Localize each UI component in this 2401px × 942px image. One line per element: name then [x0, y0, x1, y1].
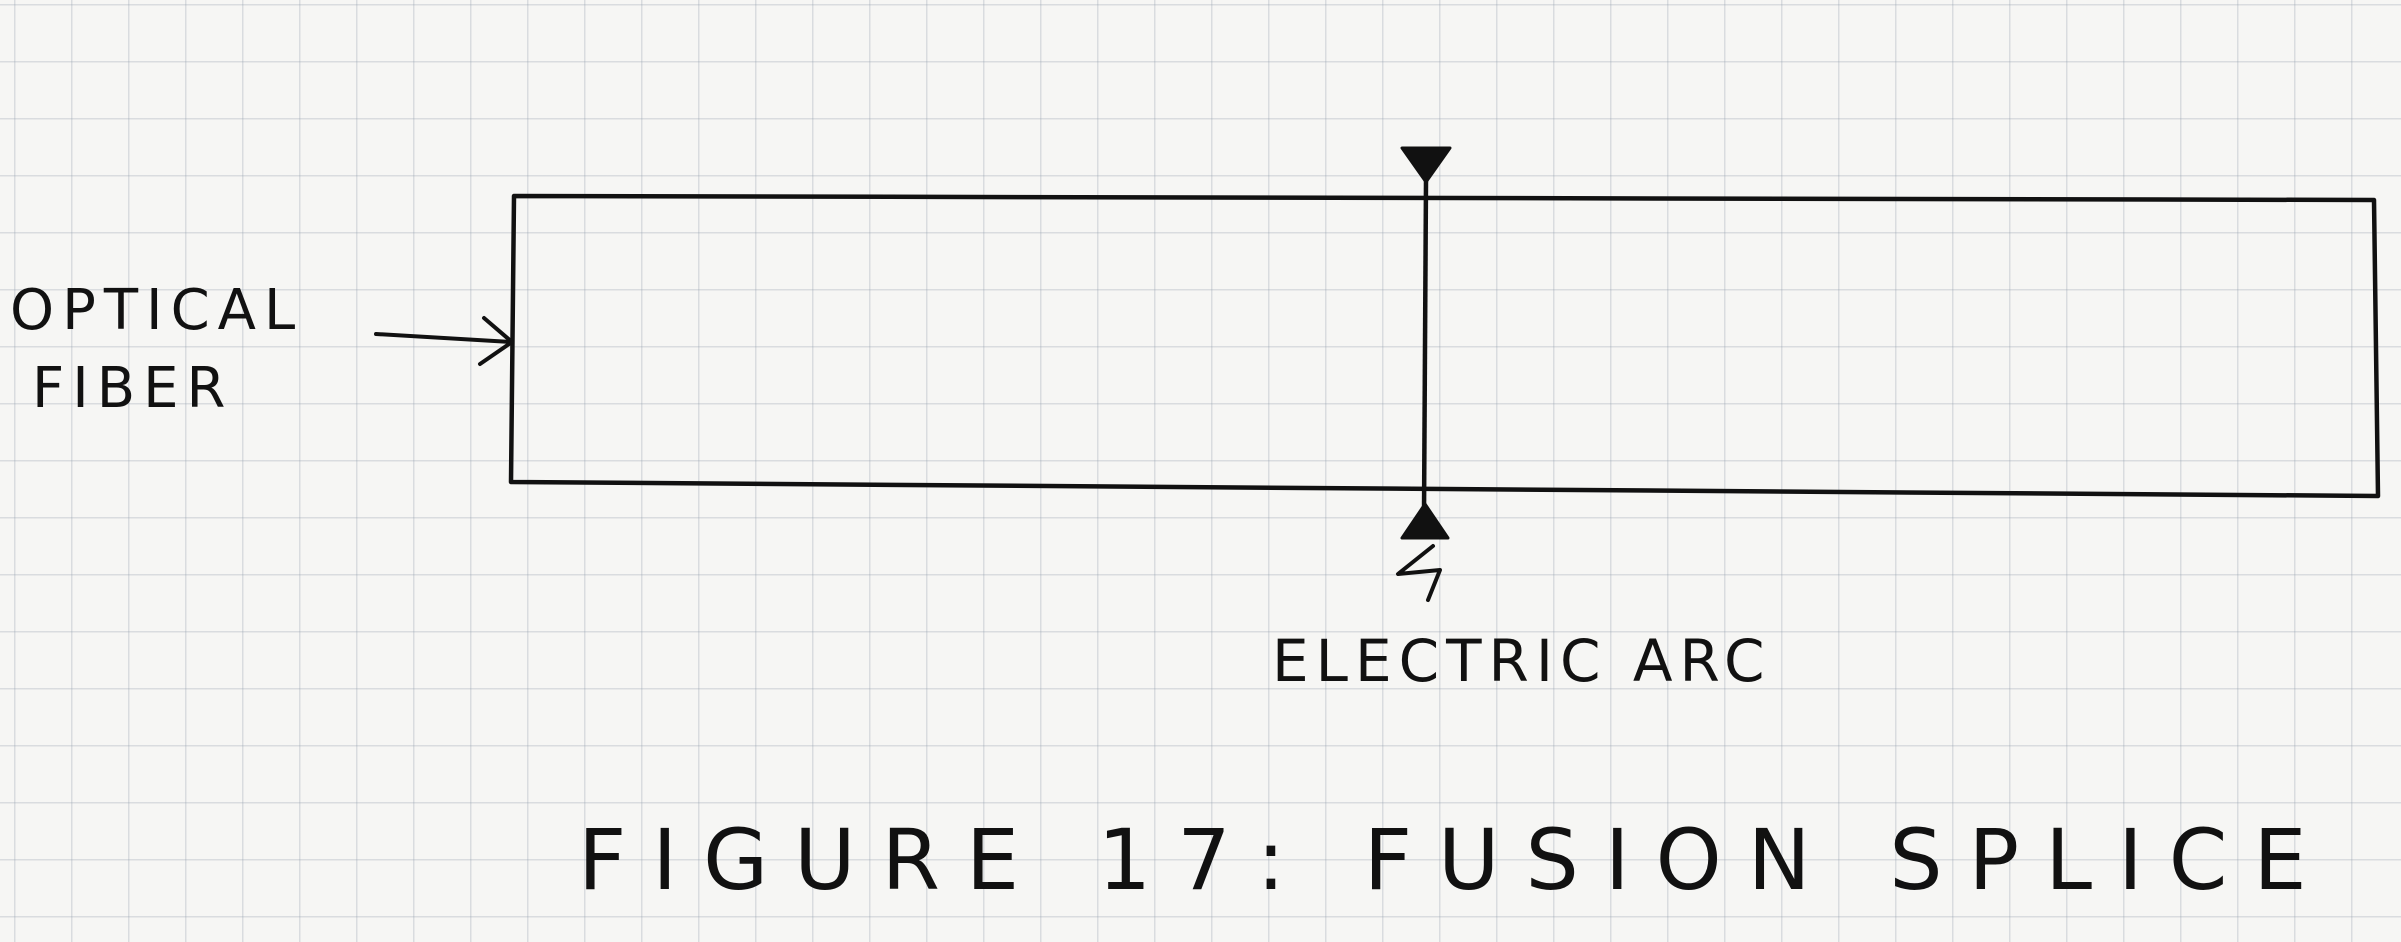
optical-fiber-label-line2: FIBER [32, 356, 234, 421]
top-electrode-icon [1400, 146, 1452, 184]
optical-fiber-label-line1: OPTICAL [10, 278, 304, 343]
bottom-electrode-icon [1400, 502, 1450, 540]
optical-fiber-label: OPTICAL FIBER [10, 272, 303, 428]
lightning-icon [1396, 544, 1442, 602]
splice-line [1421, 179, 1429, 515]
electric-arc-label: ELECTRIC ARC [1272, 627, 1772, 695]
figure-caption: FIGURE 17: FUSION SPLICE [578, 811, 2333, 909]
optical-fiber-rectangle [508, 193, 2381, 499]
fiber-pointer-arrow [374, 316, 514, 366]
